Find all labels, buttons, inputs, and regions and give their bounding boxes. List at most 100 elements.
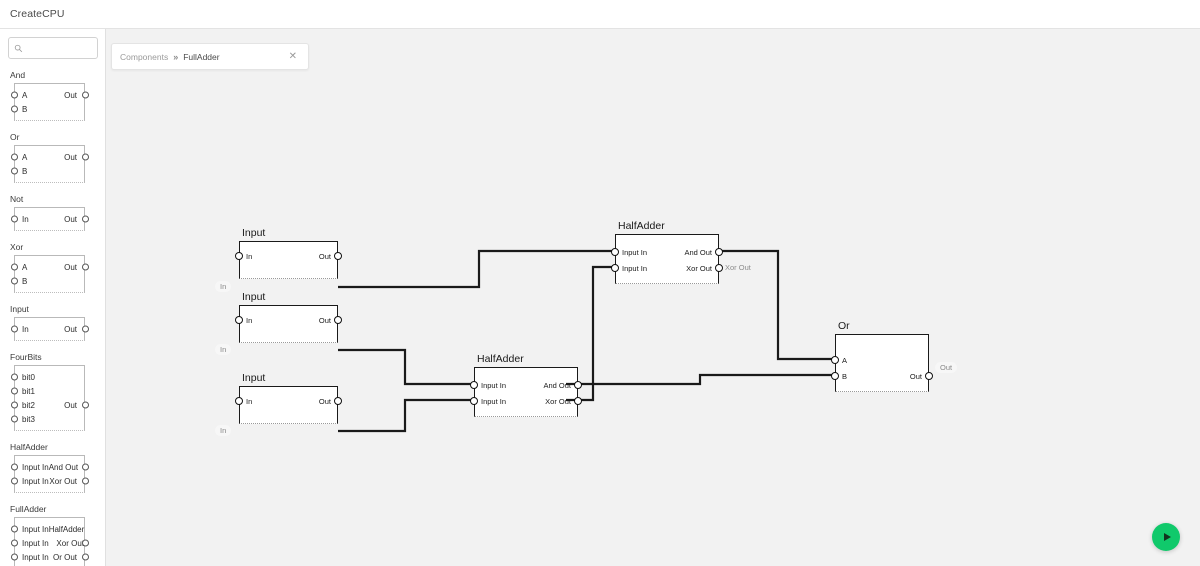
- port-input[interactable]: [235, 252, 243, 260]
- port-label: A: [842, 355, 848, 365]
- port-label: B: [22, 276, 28, 286]
- external-port-chip-xor-out[interactable]: Xor Out: [725, 263, 751, 272]
- external-port-chip-in[interactable]: In: [215, 425, 232, 436]
- palette-item-halfadder[interactable]: HalfAdder Input In And Out Input In Xor …: [8, 442, 97, 493]
- port-output[interactable]: [715, 248, 723, 256]
- palette-port-row: B: [10, 164, 84, 178]
- port-input[interactable]: [831, 356, 839, 364]
- node-port-row: A: [831, 352, 928, 368]
- port-output[interactable]: [81, 477, 89, 485]
- port-output[interactable]: [925, 372, 933, 380]
- palette-port-row: Input In HalfAdder: [10, 522, 84, 536]
- port-input[interactable]: [10, 215, 18, 223]
- port-output[interactable]: [81, 553, 89, 561]
- node-title: Or: [838, 320, 850, 332]
- port-label: Out: [909, 371, 922, 381]
- canvas-node-input-3[interactable]: Input In Out: [235, 372, 342, 424]
- port-input[interactable]: [10, 415, 18, 423]
- port-input[interactable]: [470, 381, 478, 389]
- search-input[interactable]: [23, 43, 92, 53]
- external-port-chip-in[interactable]: In: [215, 281, 232, 292]
- port-label: A: [22, 90, 28, 100]
- palette-port-row: B: [10, 274, 84, 288]
- port-input[interactable]: [10, 167, 18, 175]
- canvas-node-halfadder-mid[interactable]: HalfAdder Input In And Out Input In Xor …: [470, 353, 582, 417]
- port-input[interactable]: [10, 325, 18, 333]
- wire: [566, 373, 835, 386]
- palette-node-body[interactable]: Input In And Out Input In Xor Out: [10, 455, 89, 493]
- port-output[interactable]: [81, 215, 89, 223]
- port-output[interactable]: [81, 463, 89, 471]
- port-output[interactable]: [334, 316, 342, 324]
- close-icon[interactable]: ✕: [288, 50, 297, 62]
- port-input[interactable]: [235, 316, 243, 324]
- port-input[interactable]: [10, 387, 18, 395]
- port-input[interactable]: [10, 277, 18, 285]
- palette-item-input[interactable]: Input In Out: [8, 304, 97, 341]
- port-input[interactable]: [10, 553, 18, 561]
- palette-node-body[interactable]: A Out B: [10, 255, 89, 293]
- canvas-node-halfadder-top[interactable]: HalfAdder Input In And Out Input In Xor …: [611, 220, 723, 284]
- port-input[interactable]: [10, 401, 18, 409]
- run-simulation-button[interactable]: [1152, 523, 1180, 551]
- palette-port-row: bit1: [10, 384, 84, 398]
- port-output[interactable]: [81, 401, 89, 409]
- port-output[interactable]: [574, 381, 582, 389]
- port-input[interactable]: [470, 397, 478, 405]
- palette-node-body[interactable]: A Out B: [10, 83, 89, 121]
- external-port-chip-out[interactable]: Out: [935, 362, 958, 373]
- palette-node-body[interactable]: A Out B: [10, 145, 89, 183]
- port-output[interactable]: [334, 252, 342, 260]
- port-input[interactable]: [10, 539, 18, 547]
- port-input[interactable]: [10, 477, 18, 485]
- palette-node-body[interactable]: bit0 bit1 bit2 Out bit3: [10, 365, 89, 431]
- port-input[interactable]: [10, 105, 18, 113]
- palette-item-fulladder[interactable]: FullAdder Input In HalfAdder Input In Xo…: [8, 504, 97, 566]
- palette-item-fourbits[interactable]: FourBits bit0 bit1 bit2 Out: [8, 352, 97, 431]
- port-output[interactable]: [81, 153, 89, 161]
- canvas-node-input-1[interactable]: Input In Out: [235, 227, 342, 279]
- port-label: And Out: [543, 380, 571, 390]
- wire-layer: [338, 249, 835, 433]
- wire: [566, 265, 615, 402]
- canvas-node-or[interactable]: Or A B Out: [831, 320, 933, 392]
- port-label: B: [22, 104, 28, 114]
- external-port-chip-in[interactable]: In: [215, 344, 232, 355]
- breadcrumb-root[interactable]: Components: [120, 51, 169, 62]
- port-input[interactable]: [10, 463, 18, 471]
- port-input[interactable]: [831, 372, 839, 380]
- palette-node-body[interactable]: In Out: [10, 317, 89, 341]
- port-label: Xor Out: [686, 263, 712, 273]
- port-input[interactable]: [10, 525, 18, 533]
- port-output[interactable]: [715, 264, 723, 272]
- palette-item-not[interactable]: Not In Out: [8, 194, 97, 231]
- port-output[interactable]: [81, 263, 89, 271]
- port-label: Xor Out: [545, 396, 571, 406]
- port-output[interactable]: [81, 91, 89, 99]
- port-label: In: [246, 251, 253, 261]
- canvas-node-input-2[interactable]: Input In Out: [235, 291, 342, 343]
- port-input[interactable]: [611, 248, 619, 256]
- port-output[interactable]: [81, 539, 89, 547]
- palette-item-or[interactable]: Or A Out B: [8, 132, 97, 183]
- palette-node-body[interactable]: In Out: [10, 207, 89, 231]
- palette-item-and[interactable]: And A Out B: [8, 70, 97, 121]
- port-output[interactable]: [81, 325, 89, 333]
- port-input[interactable]: [10, 263, 18, 271]
- palette-node-body[interactable]: Input In HalfAdder Input In Xor Out Inpu…: [10, 517, 89, 566]
- breadcrumb-tab[interactable]: Components » FullAdder ✕: [111, 43, 309, 70]
- palette-port-row: bit2 Out: [10, 398, 89, 412]
- port-label: Input In: [22, 524, 49, 534]
- port-input[interactable]: [235, 397, 243, 405]
- search-box[interactable]: [8, 37, 98, 59]
- graph-canvas[interactable]: Components » FullAdder ✕: [106, 29, 1200, 566]
- palette-item-label: Not: [10, 194, 24, 204]
- port-input[interactable]: [10, 91, 18, 99]
- port-output[interactable]: [574, 397, 582, 405]
- port-label: A: [22, 152, 28, 162]
- port-input[interactable]: [10, 373, 18, 381]
- port-output[interactable]: [334, 397, 342, 405]
- port-input[interactable]: [611, 264, 619, 272]
- palette-item-xor[interactable]: Xor A Out B: [8, 242, 97, 293]
- port-input[interactable]: [10, 153, 18, 161]
